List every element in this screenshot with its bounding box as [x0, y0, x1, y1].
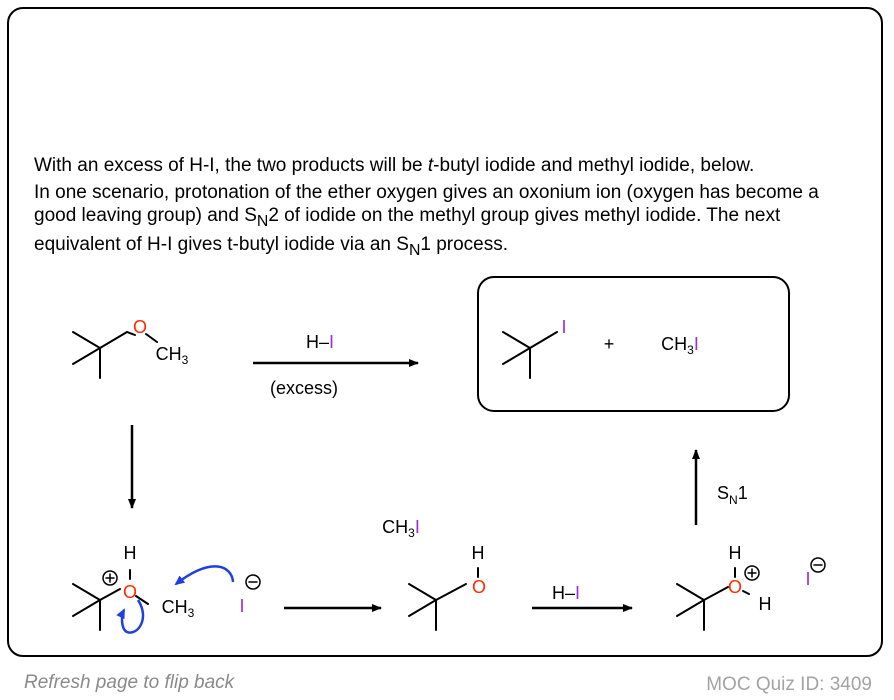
reagent-excess: (excess) [270, 378, 338, 398]
hydrogen-atom: H [472, 543, 485, 563]
oxygen-atom: O [472, 577, 486, 597]
iodine-atom: I [561, 317, 566, 337]
protonated-tbutanol-skeleton [676, 567, 750, 631]
oxygen-atom: O [133, 317, 147, 337]
flip-back-hint: Refresh page to flip back [24, 672, 235, 693]
positive-charge-icon [744, 565, 760, 581]
methyl-group: CH3 [156, 344, 189, 367]
iodide-ion: I [805, 569, 810, 589]
bond-break-curved-arrow [116, 599, 145, 634]
oxygen-atom: O [728, 577, 742, 597]
negative-charge-icon [810, 557, 826, 573]
methyl-iodide: CH3I [661, 334, 699, 357]
quiz-id-label: MOC Quiz ID: 3409 [706, 674, 872, 695]
reagent-hi: H–I [552, 583, 580, 603]
product-box [477, 276, 790, 412]
reagent-hi: H–I [306, 332, 334, 352]
hydrogen-atom: H [124, 543, 137, 563]
oxygen-atom: O [123, 582, 137, 602]
plus-sign: + [604, 334, 615, 354]
positive-charge-icon [102, 570, 118, 586]
iodide-ion: I [239, 596, 244, 616]
negative-charge-icon [245, 574, 261, 590]
mechanism-explanation: In one scenario, protonation of the ethe… [34, 182, 819, 259]
quiz-card-back[interactable] [7, 7, 883, 657]
iodide-attack-curved-arrow [174, 565, 235, 586]
summary-sentence: With an excess of H-I, the two products … [34, 155, 755, 176]
methyl-group: CH3 [162, 597, 195, 620]
methyl-iodide: CH3I [382, 517, 420, 540]
tert-butanol-skeleton [408, 567, 479, 631]
tbutyl-iodide-skeleton [502, 331, 558, 379]
tbutyl-methyl-ether-skeleton [72, 330, 158, 379]
hydrogen-atom: H [759, 594, 772, 614]
hydrogen-atom: H [729, 543, 742, 563]
sn1-label: SN1 [717, 483, 748, 507]
oxonium-ion-skeleton [72, 569, 149, 631]
